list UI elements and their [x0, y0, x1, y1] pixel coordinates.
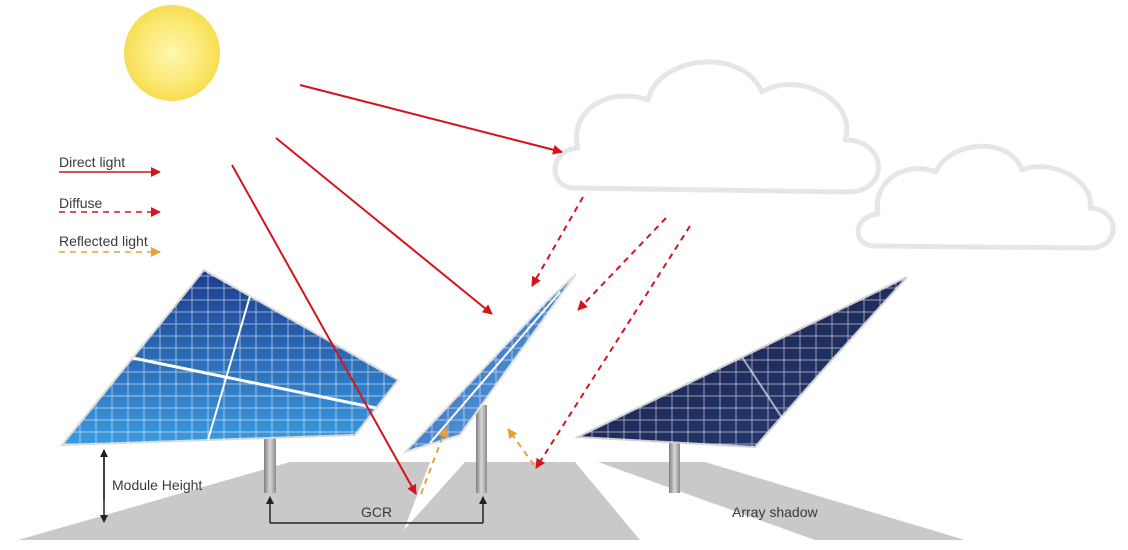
- shadow-left: [18, 462, 430, 540]
- module-height-label: Module Height: [112, 477, 202, 493]
- legend: Direct light Diffuse Reflected light: [59, 154, 161, 257]
- gcr-label: GCR: [361, 504, 392, 520]
- solar-panel-left: [59, 268, 400, 493]
- reflected-light-rays: [420, 427, 535, 495]
- array-shadow-label: Array shadow: [732, 504, 818, 520]
- pole-middle: [476, 405, 487, 493]
- reflected-ray-2: [507, 428, 535, 466]
- legend-direct-label: Direct light: [59, 154, 125, 170]
- direct-ray-to-cloud: [299, 84, 563, 155]
- solar-panel-middle: [401, 273, 577, 493]
- pole-right: [669, 440, 680, 493]
- solar-panel-right: [574, 276, 908, 493]
- shadow-middle: [395, 462, 640, 540]
- direct-ray-to-ground: [231, 164, 417, 495]
- cloud-icon: [552, 59, 881, 195]
- gcr-dimension: [266, 496, 487, 524]
- ground-shadows: [18, 462, 965, 540]
- diffuse-ray-2: [577, 217, 667, 311]
- module-height-dimension: Module Height: [100, 449, 202, 523]
- cloud-icon-small: [855, 143, 1116, 251]
- reflected-ray-1: [420, 427, 448, 495]
- shadow-right: [598, 462, 965, 540]
- direct-light-rays: [231, 84, 563, 495]
- direct-ray-to-panel: [275, 137, 493, 315]
- sun-icon: [124, 5, 220, 101]
- legend-reflected-label: Reflected light: [59, 233, 148, 249]
- diffuse-ray-3: [535, 225, 691, 469]
- legend-diffuse-label: Diffuse: [59, 195, 103, 211]
- diffuse-light-rays: [531, 196, 691, 469]
- diffuse-ray-1: [531, 196, 584, 287]
